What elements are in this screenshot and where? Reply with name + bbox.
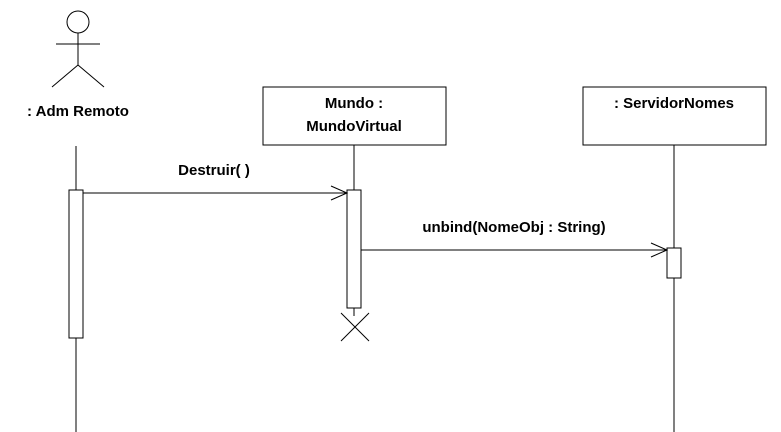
object-label: : ServidorNomes [614,95,734,112]
arrowhead-icon [650,242,669,258]
message-label: Destruir( ) [178,162,250,179]
message-destruir: Destruir( ) [83,162,349,201]
object-mundo-virtual: Mundo : MundoVirtual [262,86,447,146]
actor-adm-remoto: : Adm Remoto [27,10,129,120]
message-label: unbind(NomeObj : String) [422,219,605,236]
activation-bar-mundo-virtual [346,189,362,309]
object-label-line1: Mundo : [325,95,383,112]
activation-bar-adm-remoto [68,189,84,339]
object-servidor-nomes: : ServidorNomes [582,86,767,146]
message-unbind: unbind(NomeObj : String) [361,219,669,258]
arrowhead-icon [330,185,349,201]
actor-label: : Adm Remoto [27,103,129,120]
x-icon [340,312,370,342]
object-label-line2: MundoVirtual [306,118,402,135]
object-box [262,86,447,146]
stick-figure-icon [51,10,105,88]
activation-bar-servidor-nomes [666,247,682,279]
